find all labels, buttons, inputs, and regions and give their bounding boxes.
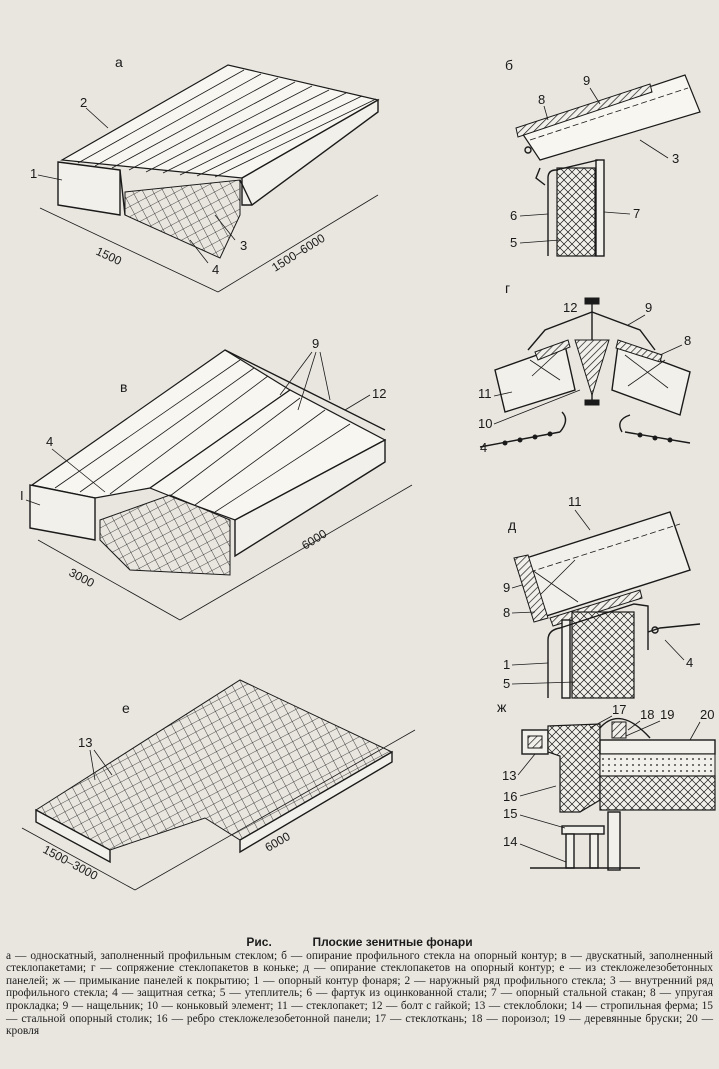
- label-15: 15: [503, 806, 517, 821]
- label-4d: 4: [686, 655, 693, 670]
- label-19: 19: [660, 707, 674, 722]
- cover-strip: [527, 311, 656, 351]
- caption-body: а — односкатный, заполненный профильным …: [6, 949, 713, 1038]
- dim-line-width: [39, 207, 219, 293]
- dim-a-width: 1500: [94, 244, 124, 268]
- mesh-hook: [647, 623, 701, 633]
- porozol-seal: [599, 717, 651, 739]
- label-4g: 4: [480, 440, 487, 455]
- label-9: 9: [583, 73, 590, 88]
- support-contour-front: [57, 161, 121, 216]
- label-3b: 3: [672, 151, 679, 166]
- protective-mesh: [124, 179, 241, 259]
- roof-insulation: [599, 753, 716, 777]
- label-5d: 5: [503, 676, 510, 691]
- label-4: 4: [212, 262, 219, 277]
- panel-g-ridge-joint: г 12 9 8 11 10 4: [478, 280, 691, 455]
- caption-prefix: Рис.: [246, 935, 272, 949]
- side-wall-v: [234, 438, 386, 558]
- label-10g: 10: [478, 416, 492, 431]
- support-contour-v: [29, 484, 96, 541]
- dim-line-length: [217, 194, 379, 293]
- label-2: 2: [80, 95, 87, 110]
- label-9d: 9: [503, 580, 510, 595]
- label-7: 7: [633, 206, 640, 221]
- label-12v: 12: [372, 386, 386, 401]
- label-14: 14: [503, 834, 517, 849]
- glass-unit-joints: [54, 359, 351, 513]
- support-table: [561, 825, 605, 835]
- panel-label-g: г: [505, 280, 510, 296]
- panel-label-v: в: [120, 379, 127, 395]
- label-17: 17: [612, 702, 626, 717]
- label-8d: 8: [503, 605, 510, 620]
- panel-label-e: е: [122, 700, 130, 716]
- glass-unit-right: [611, 344, 691, 416]
- panel-label-b: б: [505, 57, 513, 73]
- insulation: [556, 167, 596, 257]
- steel-cup: [595, 159, 605, 257]
- dim-v-width: 3000: [67, 565, 97, 590]
- label-I: I: [20, 488, 24, 503]
- apron: [547, 159, 599, 256]
- caption-title: Плоские зенитные фонари: [312, 935, 473, 949]
- cover-strip-d: [513, 554, 549, 623]
- label-1d: 1: [503, 657, 510, 672]
- label-9g: 9: [645, 300, 652, 315]
- label-12g: 12: [563, 300, 577, 315]
- label-11d: 11: [568, 494, 582, 509]
- label-8: 8: [538, 92, 545, 107]
- panel-v-double-pitch-skylight: в 3000 6000 I 4 9 12: [20, 336, 413, 621]
- panel-a-single-pitch-skylight: а 1500 1500–6000 1 2: [30, 54, 380, 293]
- panel-label-a: а: [115, 54, 123, 70]
- label-6: 6: [510, 208, 517, 223]
- wood-bars: [611, 721, 627, 739]
- panel-zh-roof-junction: ж 17 18 19 20 13 16 15 14: [497, 699, 716, 871]
- apron-d: [547, 603, 649, 698]
- label-18: 18: [640, 707, 654, 722]
- panel-edge-front: [35, 808, 111, 864]
- concrete-rib: [547, 723, 601, 813]
- insulation-d: [571, 611, 635, 699]
- roof-covering: [599, 739, 716, 755]
- dim-v-length: 6000: [299, 526, 329, 552]
- label-3: 3: [240, 238, 247, 253]
- label-13e: 13: [78, 735, 92, 750]
- label-5: 5: [510, 235, 517, 250]
- ridge-element: [574, 339, 610, 397]
- label-8g: 8: [684, 333, 691, 348]
- nut: [584, 297, 600, 305]
- dim-a-length: 1500–6000: [269, 231, 328, 275]
- glass-block-panels: [35, 679, 394, 851]
- profile-glass-strips: [77, 69, 377, 178]
- figure-caption: Рис. Плоские зенитные фонари а — односка…: [6, 936, 713, 1038]
- side-wall-right: [241, 98, 379, 206]
- elastic-gasket: [515, 83, 653, 138]
- truss: [607, 811, 621, 871]
- panel-label-d: д: [508, 517, 516, 533]
- label-20: 20: [700, 707, 714, 722]
- panel-b-profile-glass-support: б 8 9 3 6 5 7: [505, 57, 701, 257]
- label-9v: 9: [312, 336, 319, 351]
- label-4v: 4: [46, 434, 53, 449]
- panel-d-glass-unit-support: д 11 9 8 1 5 4: [503, 494, 701, 699]
- label-1: 1: [30, 166, 37, 181]
- label-13zh: 13: [502, 768, 516, 783]
- label-16: 16: [503, 789, 517, 804]
- panel-e-glass-concrete: е 1500–3000 6000 13: [21, 679, 416, 891]
- panel-label-zh: ж: [497, 699, 507, 715]
- caption-heading: Рис. Плоские зенитные фонари: [6, 936, 713, 949]
- glass-unit-left: [494, 344, 576, 413]
- protective-mesh-v: [99, 494, 231, 576]
- label-11g: 11: [478, 386, 492, 401]
